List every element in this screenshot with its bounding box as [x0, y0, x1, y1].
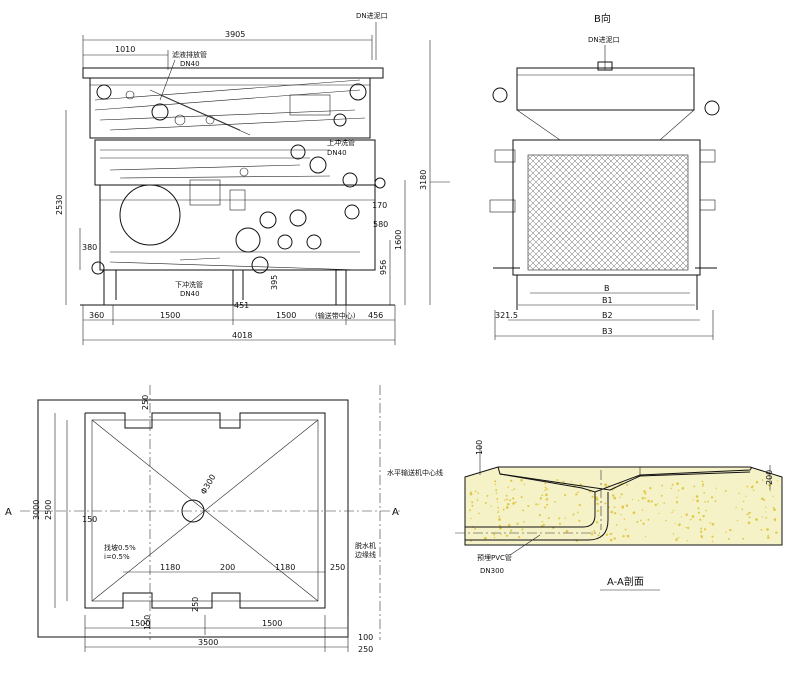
lower-wash-label: 下冲洗管	[175, 280, 203, 289]
dim-200: 200	[220, 563, 235, 572]
dim-1500-plan-left: 1500	[130, 619, 150, 628]
filtrate-pipe-size: DN40	[180, 60, 200, 68]
dim-b2: B2	[602, 311, 613, 320]
section-title: A-A剖面	[607, 575, 644, 588]
side-view-title: B向	[594, 12, 611, 25]
dim-451: 451	[234, 301, 249, 310]
dim-456: 456	[368, 311, 383, 320]
side-inlet-label: DN进泥口	[588, 36, 620, 44]
dim-left-side: 150	[82, 515, 97, 524]
slope-ratio: i=0.5%	[104, 553, 130, 561]
upper-wash-size: DN40	[327, 149, 347, 157]
drain-diameter: Φ300	[199, 473, 218, 496]
dim-250-bottom: 250	[358, 645, 373, 654]
lower-wash-size: DN40	[180, 290, 200, 298]
dim-170: 170	[372, 201, 387, 210]
dim-notch-top: 250	[141, 395, 150, 410]
section-a-right: A	[392, 507, 399, 518]
filtrate-pipe-label: 滤液排放管	[172, 50, 207, 59]
dim-1500-plan-right: 1500	[262, 619, 282, 628]
dim-321: 321.5	[495, 311, 518, 320]
dim-380: 380	[82, 243, 97, 252]
side-view: B向 DN进泥口 B B1 B2 B3	[489, 12, 720, 340]
dim-1600: 1600	[394, 230, 403, 250]
upper-wash-label: 上冲洗管	[327, 138, 355, 147]
conveyor-center-label: (输送带中心)	[315, 311, 356, 320]
section-dim-100: 100	[475, 440, 484, 455]
dim-250-edge: 250	[330, 563, 345, 572]
dim-360: 360	[89, 311, 104, 320]
pipe-size: DN300	[480, 567, 504, 575]
dim-bottom-side: 150	[143, 615, 152, 630]
dim-4018: 4018	[232, 331, 252, 340]
dim-b1: B1	[602, 296, 613, 305]
dim-580: 580	[373, 220, 388, 229]
conveyor-line-label: 水平输送机中心线	[387, 468, 443, 477]
section-dim-200: 200	[765, 470, 774, 485]
dim-1500-b: 1500	[276, 311, 296, 320]
section-a-left: A	[5, 507, 12, 518]
machine-edge-label: 脱水机	[355, 541, 376, 550]
dim-100: 100	[358, 633, 373, 642]
dim-1500-a: 1500	[160, 311, 180, 320]
dim-1180-right: 1180	[275, 563, 295, 572]
dim-3180: 3180	[419, 170, 428, 190]
dim-height-3000: 3000	[32, 500, 41, 520]
plan-view: Φ300 A A 水平输送机中心线 找坡0.5% i=0.5% 脱水机 边缘线 …	[5, 385, 443, 654]
dim-2530: 2530	[55, 195, 64, 215]
dim-956: 956	[379, 260, 388, 275]
dim-3500: 3500	[198, 638, 218, 647]
pipe-label: 预埋PVC管	[477, 553, 512, 562]
machine-edge-label-2: 边缘线	[355, 550, 376, 559]
dim-height-2500: 2500	[44, 500, 53, 520]
dim-1010: 1010	[115, 45, 135, 54]
section-view: 100 200 预埋PVC管 DN300 A-A剖面	[455, 440, 783, 591]
front-view: 3905 1010 DN进泥口 滤液排放管 DN40	[55, 12, 450, 345]
dim-notch-bottom: 250	[191, 597, 200, 612]
dim-b: B	[604, 284, 610, 293]
dim-395: 395	[270, 275, 279, 290]
slope-label: 找坡0.5%	[104, 543, 136, 552]
inlet-label: DN进泥口	[356, 12, 388, 20]
dim-1180-left: 1180	[160, 563, 180, 572]
dim-3905: 3905	[225, 30, 245, 39]
dim-b3: B3	[602, 327, 613, 336]
